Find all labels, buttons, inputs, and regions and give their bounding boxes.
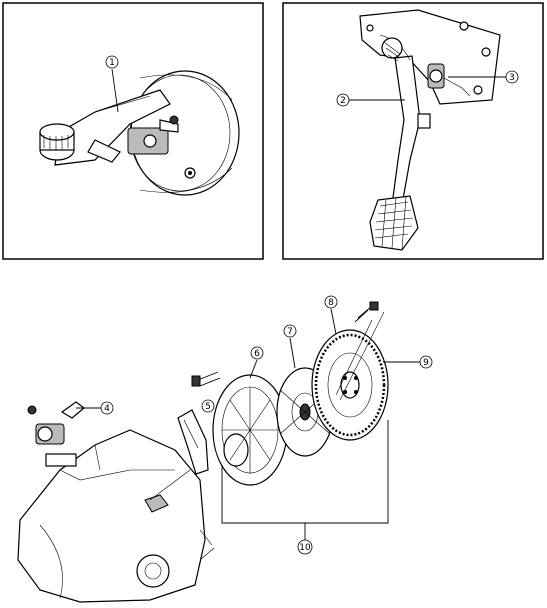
svg-text:5: 5 bbox=[205, 402, 211, 412]
flywheel-bolts bbox=[335, 301, 385, 401]
svg-text:1: 1 bbox=[109, 58, 115, 68]
callout-9: 9 bbox=[419, 355, 433, 369]
clutch-cover bbox=[212, 374, 288, 486]
svg-text:10: 10 bbox=[299, 543, 311, 553]
clutch-switch bbox=[417, 63, 471, 129]
pedal-pad bbox=[369, 195, 419, 251]
release-fork bbox=[177, 409, 209, 475]
cover-bolt bbox=[191, 371, 221, 387]
svg-text:4: 4 bbox=[104, 404, 110, 414]
clutch-pedal-panel bbox=[282, 2, 544, 260]
clutch-release-cylinder bbox=[27, 401, 85, 467]
callout-1: 1 bbox=[105, 55, 119, 69]
callout-10: 10 bbox=[297, 539, 313, 555]
svg-text:7: 7 bbox=[287, 327, 293, 337]
flywheel bbox=[311, 329, 389, 441]
pedal-bracket bbox=[359, 9, 501, 105]
callout-3: 3 bbox=[505, 70, 519, 84]
callout-5: 5 bbox=[201, 399, 215, 413]
callout-7: 7 bbox=[283, 324, 297, 338]
svg-text:9: 9 bbox=[423, 358, 429, 368]
reservoir-cap bbox=[39, 123, 75, 161]
callout-6: 6 bbox=[250, 346, 264, 360]
callout-2: 2 bbox=[336, 93, 350, 107]
svg-text:8: 8 bbox=[328, 298, 334, 308]
svg-text:2: 2 bbox=[340, 96, 346, 106]
clutch-master-cylinder bbox=[54, 89, 179, 166]
callout-10-bracket bbox=[221, 420, 389, 540]
master-cylinder-panel bbox=[2, 2, 264, 260]
svg-text:6: 6 bbox=[254, 349, 260, 359]
svg-text:3: 3 bbox=[509, 73, 515, 83]
clutch-pedal-arm bbox=[379, 34, 421, 206]
callout-4: 4 bbox=[100, 401, 114, 415]
transaxle-case bbox=[17, 429, 215, 603]
callout-8: 8 bbox=[324, 295, 338, 309]
